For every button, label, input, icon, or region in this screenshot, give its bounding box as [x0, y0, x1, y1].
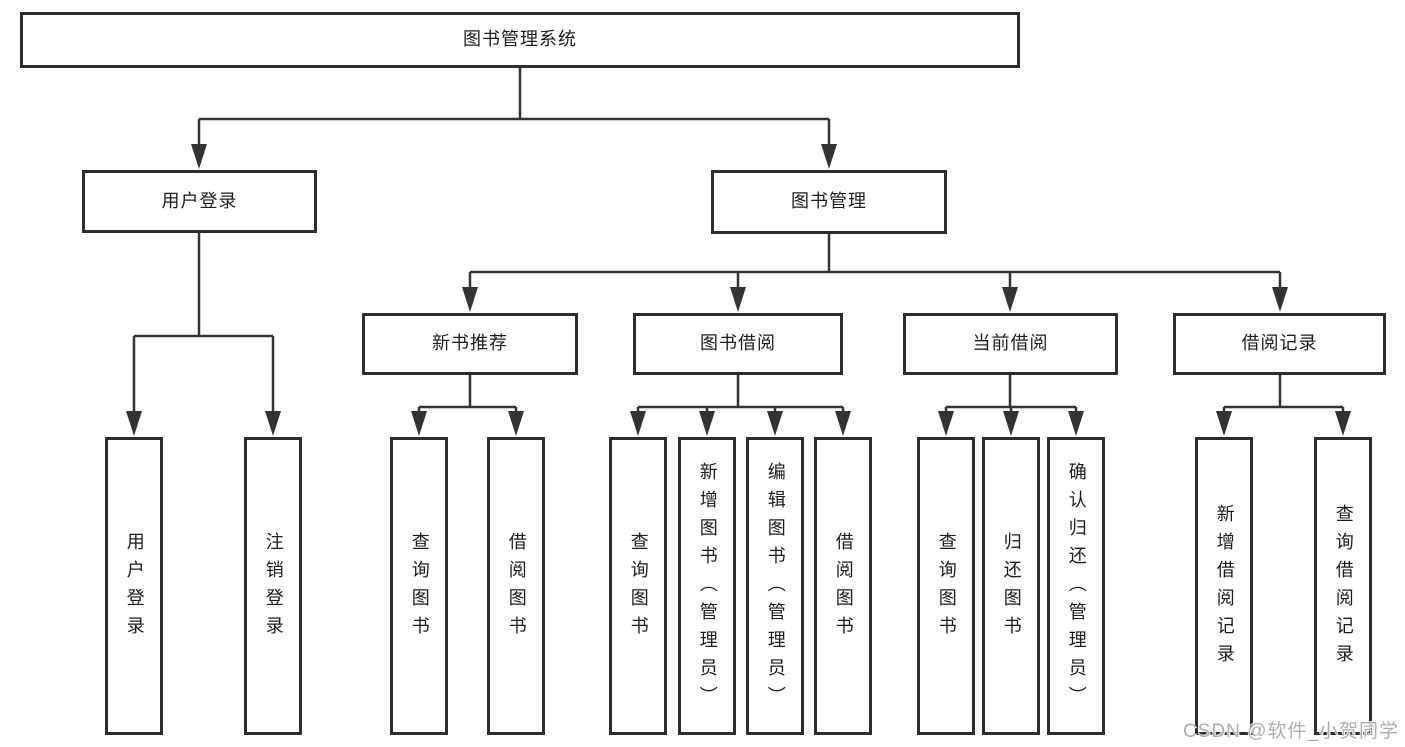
node-leaf-borrow-books-2: 借阅图书	[814, 437, 872, 735]
node-leaf-borrow-books-1: 借阅图书	[487, 437, 545, 735]
node-leaf-query-borrow-record: 查询借阅记录	[1314, 437, 1372, 735]
node-leaf-add-book-admin: 新增图书（管理员）	[678, 437, 736, 735]
node-leaf-add-borrow-record: 新增借阅记录	[1195, 437, 1253, 735]
watermark: CSDN @软件_小贺同学	[1183, 721, 1399, 742]
node-leaf-confirm-return-admin: 确认归还（管理员）	[1047, 437, 1105, 735]
node-leaf-query-books-2: 查询图书	[609, 437, 667, 735]
node-leaf-user-login: 用户登录	[105, 437, 163, 735]
node-leaf-logout: 注销登录	[244, 437, 302, 735]
node-book-management: 图书管理	[711, 170, 947, 234]
node-leaf-return-book: 归还图书	[982, 437, 1040, 735]
node-book-borrow: 图书借阅	[633, 313, 843, 375]
node-new-book-recommend: 新书推荐	[362, 313, 578, 375]
node-borrow-records: 借阅记录	[1173, 313, 1386, 375]
node-leaf-query-books-1: 查询图书	[390, 437, 448, 735]
node-library-management-system: 图书管理系统	[20, 12, 1020, 68]
node-leaf-query-books-3: 查询图书	[917, 437, 975, 735]
node-current-borrow: 当前借阅	[903, 313, 1118, 375]
node-user-login: 用户登录	[82, 170, 317, 233]
node-leaf-edit-book-admin: 编辑图书（管理员）	[746, 437, 804, 735]
